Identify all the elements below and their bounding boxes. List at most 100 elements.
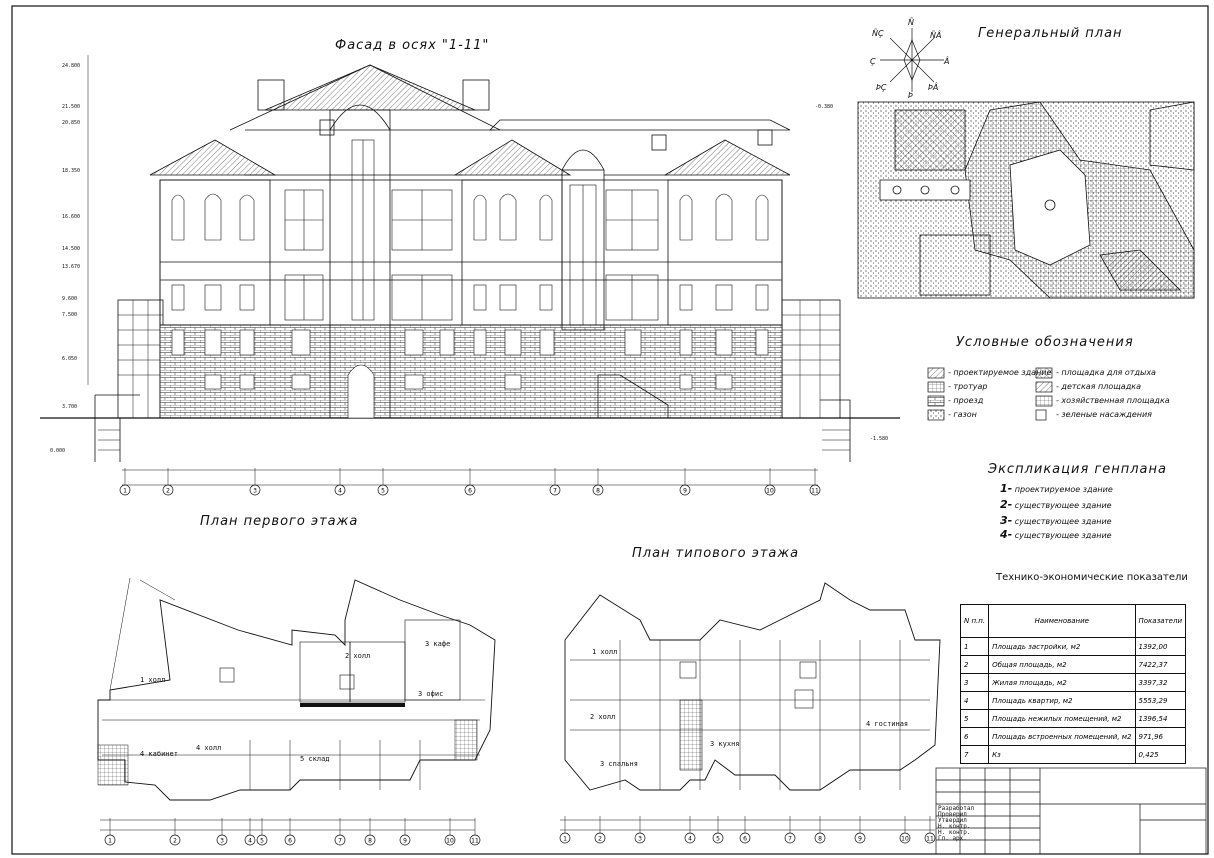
tep-cell: Площадь застройки, м2 [988, 637, 1136, 656]
tep-cell: Площадь квартир, м2 [988, 691, 1136, 710]
room-label: 5 склад [300, 755, 330, 763]
axis-label: 5 [716, 836, 720, 843]
svg-text:Ñ: Ñ [908, 17, 914, 27]
legend-text-5: - площадка для отдыха [1056, 368, 1156, 377]
svg-text:ÑÇ: ÑÇ [872, 28, 884, 38]
typical-floor-title: План типового этажа [632, 546, 800, 561]
axis-label: 1 [108, 838, 112, 845]
svg-text:-0.380: -0.380 [815, 104, 833, 110]
svg-text:ÑÂ: ÑÂ [930, 29, 941, 40]
axis-label: 8 [818, 836, 822, 843]
axis-label: 10 [901, 836, 909, 843]
tep-cell: 0,425 [1134, 745, 1187, 764]
typical-floor-plan [560, 582, 941, 831]
legend-text-8: - зеленые насаждения [1056, 410, 1152, 419]
tep-header-value: Показатели [1134, 604, 1187, 638]
svg-text:9.600: 9.600 [62, 296, 77, 302]
svg-text:13.670: 13.670 [62, 264, 80, 270]
axis-label: 6 [743, 836, 747, 843]
room-label: 2 холл [590, 713, 616, 721]
axis-label: 2 [166, 488, 170, 495]
room-label: 3 кафе [425, 640, 451, 648]
axis-label: 6 [288, 838, 292, 845]
axis-label: 9 [403, 838, 407, 845]
tep-cell: 7422,37 [1134, 655, 1187, 674]
svg-text:ÞÂ: ÞÂ [928, 81, 938, 92]
axis-label: 1 [123, 488, 127, 495]
explication-item-3: 3- существующее здание [1000, 514, 1112, 527]
tep-cell: 1 [959, 637, 990, 656]
room-label: 3 кухня [710, 740, 740, 748]
legend-text-1: - проектируемое здание [948, 368, 1052, 377]
tep-cell: 971,96 [1134, 727, 1187, 746]
title-block [935, 767, 1207, 855]
first-floor-title: План первого этажа [200, 514, 359, 529]
axis-label: 1 [563, 836, 567, 843]
explication-item-1: 1- проектируемое здание [1000, 482, 1113, 495]
axis-label: 11 [926, 836, 934, 843]
explication-item-2: 2- существующее здание [1000, 498, 1112, 511]
tep-cell: Кз [988, 745, 1136, 764]
facade-drawing [40, 55, 900, 462]
axis-label: 7 [788, 836, 792, 843]
room-label: 4 гостиная [866, 720, 909, 728]
svg-text:Â: Â [943, 55, 949, 66]
tep-cell: 6 [959, 727, 990, 746]
svg-text:-1.580: -1.580 [870, 436, 888, 442]
axis-label: 6 [468, 488, 472, 495]
axis-label: 7 [553, 488, 557, 495]
svg-text:24.800: 24.800 [62, 63, 80, 69]
general-plan [857, 101, 1195, 299]
room-label: 3 спальня [600, 760, 638, 768]
level-marks-left: 24.800 21.500 20.850 18.350 16.600 14.50… [50, 63, 888, 454]
tep-cell: 5553,29 [1134, 691, 1187, 710]
svg-text:20.850: 20.850 [62, 120, 80, 126]
axis-label: 11 [471, 838, 479, 845]
tep-cell: 4 [959, 691, 990, 710]
legend-text-2: - тротуар [948, 382, 988, 391]
legend-text-4: - газон [948, 410, 977, 419]
legend-text-7: - хозяйственная площадка [1056, 396, 1170, 405]
axis-label: 8 [368, 838, 372, 845]
svg-text:16.600: 16.600 [62, 214, 80, 220]
tep-cell: 7 [959, 745, 990, 764]
svg-text:Ç: Ç [870, 57, 876, 66]
axis-label: 3 [253, 488, 257, 495]
compass-rose-icon [880, 28, 944, 92]
svg-text:3.700: 3.700 [62, 404, 77, 410]
tep-title: Технико-экономические показатели [996, 572, 1188, 583]
axis-label: 9 [683, 488, 687, 495]
general-plan-title: Генеральный план [978, 26, 1123, 41]
axis-label: 9 [858, 836, 862, 843]
svg-text:14.500: 14.500 [62, 246, 80, 252]
axis-label: 8 [596, 488, 600, 495]
room-label: 1 холл [140, 676, 166, 684]
axis-label: 5 [260, 838, 264, 845]
svg-text:18.350: 18.350 [62, 168, 80, 174]
room-label: 3 офис [418, 690, 444, 698]
first-floor-plan [97, 577, 496, 831]
svg-text:21.500: 21.500 [62, 104, 80, 110]
legend-symbols [927, 367, 1053, 421]
legend-text-6: - детская площадка [1056, 382, 1141, 391]
tep-cell: 1392,00 [1134, 637, 1187, 656]
explication-item-4: 4- существующее здание [1000, 528, 1112, 541]
tep-cell: 1396,54 [1134, 709, 1187, 728]
axis-label: 3 [220, 838, 224, 845]
tep-cell: Общая площадь, м2 [988, 655, 1136, 674]
tep-cell: 3397,32 [1134, 673, 1187, 692]
axis-label: 4 [248, 838, 252, 845]
tep-cell: 2 [959, 655, 990, 674]
